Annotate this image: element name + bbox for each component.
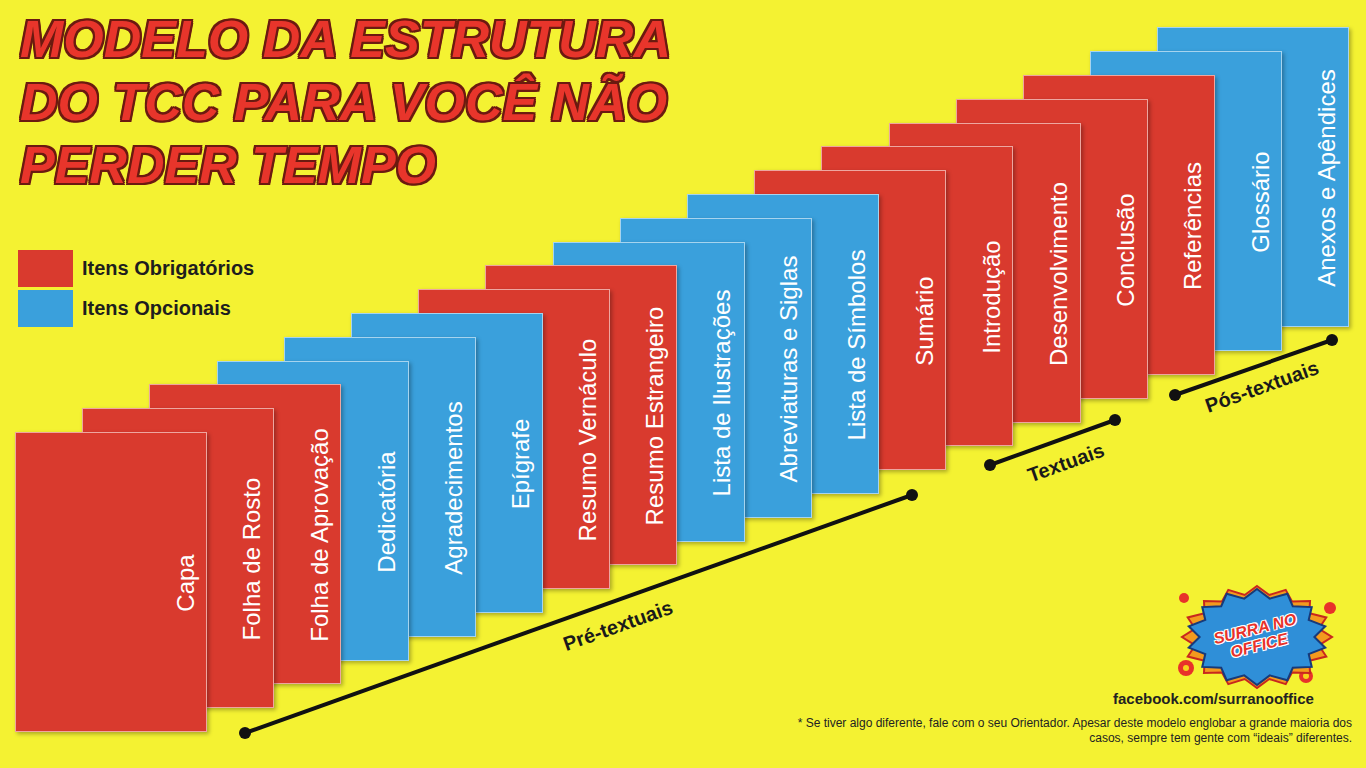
legend-row: Itens Obrigatórios — [18, 250, 254, 287]
card-label: Capa — [171, 554, 199, 611]
card-label: Resumo Estrangeiro — [641, 307, 669, 526]
bracket-dot — [984, 459, 996, 471]
card-label: Lista de Ilustrações — [708, 289, 736, 496]
card-label: Resumo Vernáculo — [574, 339, 602, 542]
card-label: Dedicatória — [373, 451, 401, 572]
logo-burst: SURRA NO OFFICE — [1182, 586, 1332, 688]
card-label: Glossário — [1246, 152, 1274, 253]
card-label: Desenvolvimento — [1045, 182, 1073, 366]
card-label: Abreviaturas e Siglas — [776, 255, 804, 482]
splash-dot — [1324, 602, 1336, 614]
bracket-dot — [1169, 389, 1181, 401]
card-label: Lista de Símbolos — [843, 250, 871, 441]
bracket-dot — [1109, 414, 1121, 426]
card-label: Referências — [1179, 162, 1207, 290]
legend-swatch — [18, 250, 73, 287]
card-label: Folha de Aprovação — [306, 429, 334, 642]
legend-text: Itens Obrigatórios — [82, 257, 254, 280]
label-holder: facebook.com/surranooffice — [1113, 690, 1314, 707]
splash-dot — [1183, 665, 1189, 671]
card-label: Epígrafe — [507, 419, 535, 510]
card-label: Anexos e Apêndices — [1313, 70, 1341, 288]
card-label: Conclusão — [1112, 193, 1140, 306]
legend-text: Itens Opcionais — [82, 297, 231, 320]
burst-inner — [1189, 589, 1325, 685]
bracket-dot — [1326, 334, 1338, 346]
label-holder: Pré-textuais — [560, 596, 676, 656]
title-block: MODELO DA ESTRUTURA DO TCC PARA VOCÊ NÃO… — [20, 8, 720, 197]
card-label: Folha de Rosto — [238, 478, 266, 641]
splash-dot — [1179, 593, 1189, 603]
obligatory-card: Capa — [15, 432, 207, 732]
splash-dot — [1178, 660, 1194, 676]
legend-row: Itens Opcionais — [18, 290, 254, 327]
footnote: * Se tiver algo diferente, fale com o se… — [782, 716, 1352, 746]
section-group-label: Pré-textuais — [560, 596, 676, 656]
watermark-url: facebook.com/surranooffice — [1113, 690, 1314, 707]
card-label: Agradecimentos — [440, 401, 468, 574]
bracket-dot — [239, 727, 251, 739]
burst-outer — [1182, 586, 1332, 688]
title: MODELO DA ESTRUTURA DO TCC PARA VOCÊ NÃO… — [20, 8, 720, 197]
label-holder: * Se tiver algo diferente, fale com o se… — [782, 716, 1352, 746]
card-label: Sumário — [910, 277, 938, 366]
bracket-dot — [906, 489, 918, 501]
legend-swatch — [18, 290, 73, 327]
card-label: Introdução — [978, 241, 1006, 354]
legend: Itens ObrigatóriosItens Opcionais — [18, 250, 254, 330]
